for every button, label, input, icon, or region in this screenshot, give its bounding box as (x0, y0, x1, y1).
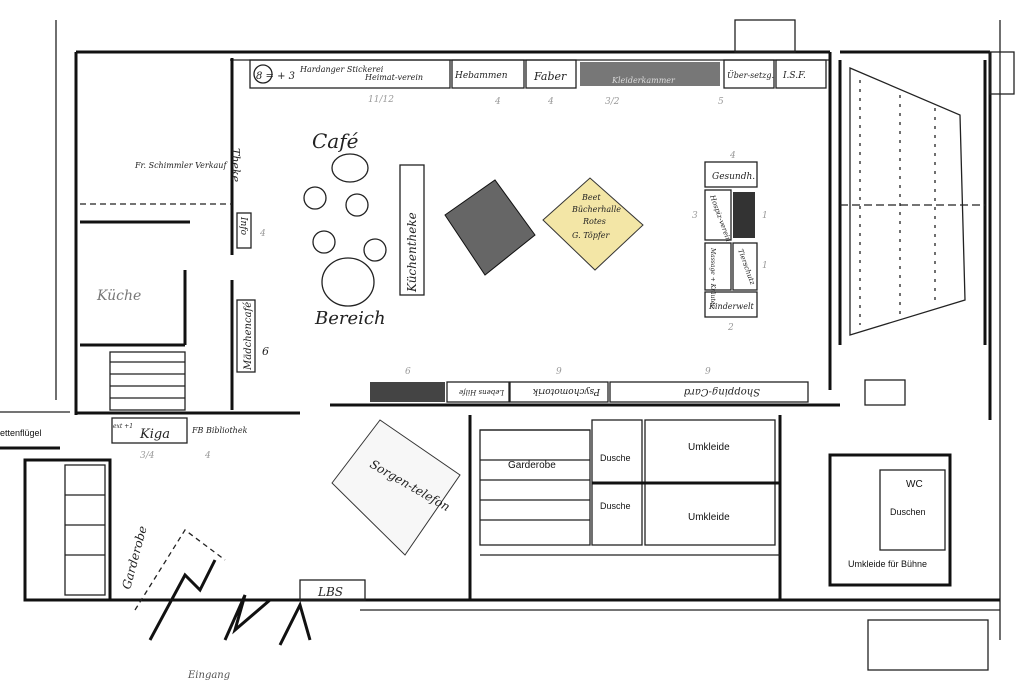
cafe-label: Café (312, 129, 359, 153)
wing-label: ettenflügel (0, 428, 42, 438)
size-label: 5 (718, 97, 724, 107)
umkleide-label: Umkleide (688, 442, 730, 453)
size-label: 2 (727, 323, 734, 333)
size-label: 3/2 (605, 97, 620, 107)
entrance-sketch (134, 529, 312, 646)
booth-isf: I.S.F. (782, 71, 806, 81)
wc-label: WC (906, 479, 923, 490)
dark-diamond-note (444, 179, 536, 276)
size-label: 3 (692, 211, 698, 221)
left-rooms: Theke Fr. Schimmler Verkauf Küche Info 4… (96, 148, 269, 373)
room-labels: Garderobe Dusche Dusche Umkleide Umkleid… (0, 417, 927, 681)
size-label: 6 (262, 345, 269, 358)
size-label: 4 (494, 97, 501, 107)
size-label: 3/4 (140, 451, 155, 461)
note-line: G. Töpfer (572, 231, 611, 240)
size-label: 1 (762, 261, 768, 271)
size-label: 1 (762, 211, 768, 221)
booth-hardanger: Hardanger Stickerei (299, 65, 384, 74)
duschen-label: Duschen (890, 507, 926, 517)
booth-kinderwelt: Kinderwelt (708, 302, 755, 311)
note-line: Beet (581, 193, 601, 202)
bottom-booth-row: Lebens Hilfe Psychomotorik Shopping-Card… (370, 367, 809, 403)
kiga-booth: Kiga (139, 427, 170, 442)
umkleide-buehne-label: Umkleide für Bühne (848, 559, 927, 569)
booth-hebammen: Hebammen (454, 71, 508, 81)
booth-faber: Faber (533, 70, 567, 83)
dusche-label: Dusche (600, 453, 631, 463)
booth-shopping-card: Shopping-Card (684, 386, 760, 397)
top-booth-row: 8 = + 3 Hardanger Stickerei Heimat-verei… (249, 59, 827, 107)
booth-8: 8 = + 3 (256, 71, 295, 82)
size-label: 6 (405, 367, 411, 377)
yellow-note: Beet Bücherhalle Rotes G. Töpfer (542, 177, 644, 271)
booth-hospiz: Hospiz-verein (708, 193, 733, 243)
note-line: Rotes (582, 217, 606, 226)
size-label: 9 (556, 367, 562, 377)
dusche-label: Dusche (600, 501, 631, 511)
maedchencafe-booth: Mädchencafé (243, 302, 254, 371)
size-label: 4 (259, 229, 266, 239)
theke-label: Theke (229, 148, 242, 183)
booth-psychomotorik: Psychomotorik (533, 386, 601, 396)
booth-kleiderkammer: Kleiderkammer (611, 76, 676, 85)
info-booth: Info (238, 216, 248, 236)
kueche-label: Küche (96, 288, 141, 304)
walls (0, 19, 1015, 671)
booth-massage: Massage + Kräuter (709, 247, 716, 308)
size-label: 9 (705, 367, 711, 377)
sorgen-diamond: Sorgen-telefon (331, 419, 461, 556)
size-label: 4 (204, 451, 211, 461)
garderobe-label: Garderobe (508, 460, 556, 471)
booth-gesundheit: Gesundh. (712, 172, 755, 182)
lbs-booth: LBS (317, 585, 343, 599)
verkauf-label: Fr. Schimmler Verkauf (134, 161, 228, 170)
cafe-area: Café Küchentheke Bereich (303, 129, 425, 329)
eingang-label: Eingang (187, 670, 230, 681)
size-label: 4 (547, 97, 554, 107)
kuechentheke-label: Küchentheke (405, 212, 419, 293)
right-island: Gesundh. Hospiz-verein Massage + Kräuter… (692, 151, 768, 333)
umkleide-label: Umkleide (688, 512, 730, 523)
booth-lebenshilfe: Lebens Hilfe (459, 388, 505, 396)
size-label: 4 (729, 151, 736, 161)
garderobe-hand-label: Garderobe (119, 524, 149, 590)
booth-tierschutz: Tierschutz (736, 248, 756, 286)
size-label: 11/12 (368, 95, 394, 105)
bereich-label: Bereich (314, 308, 386, 329)
fb-booth: FB Bibliothek (191, 426, 248, 435)
note-line: Bücherhalle (571, 205, 621, 214)
booth-heimatverein: Heimat-verein (364, 73, 423, 82)
booth-uebersetzung: Über-setzg. (727, 71, 774, 80)
kiga-extra-label: ext +1 (113, 423, 133, 430)
